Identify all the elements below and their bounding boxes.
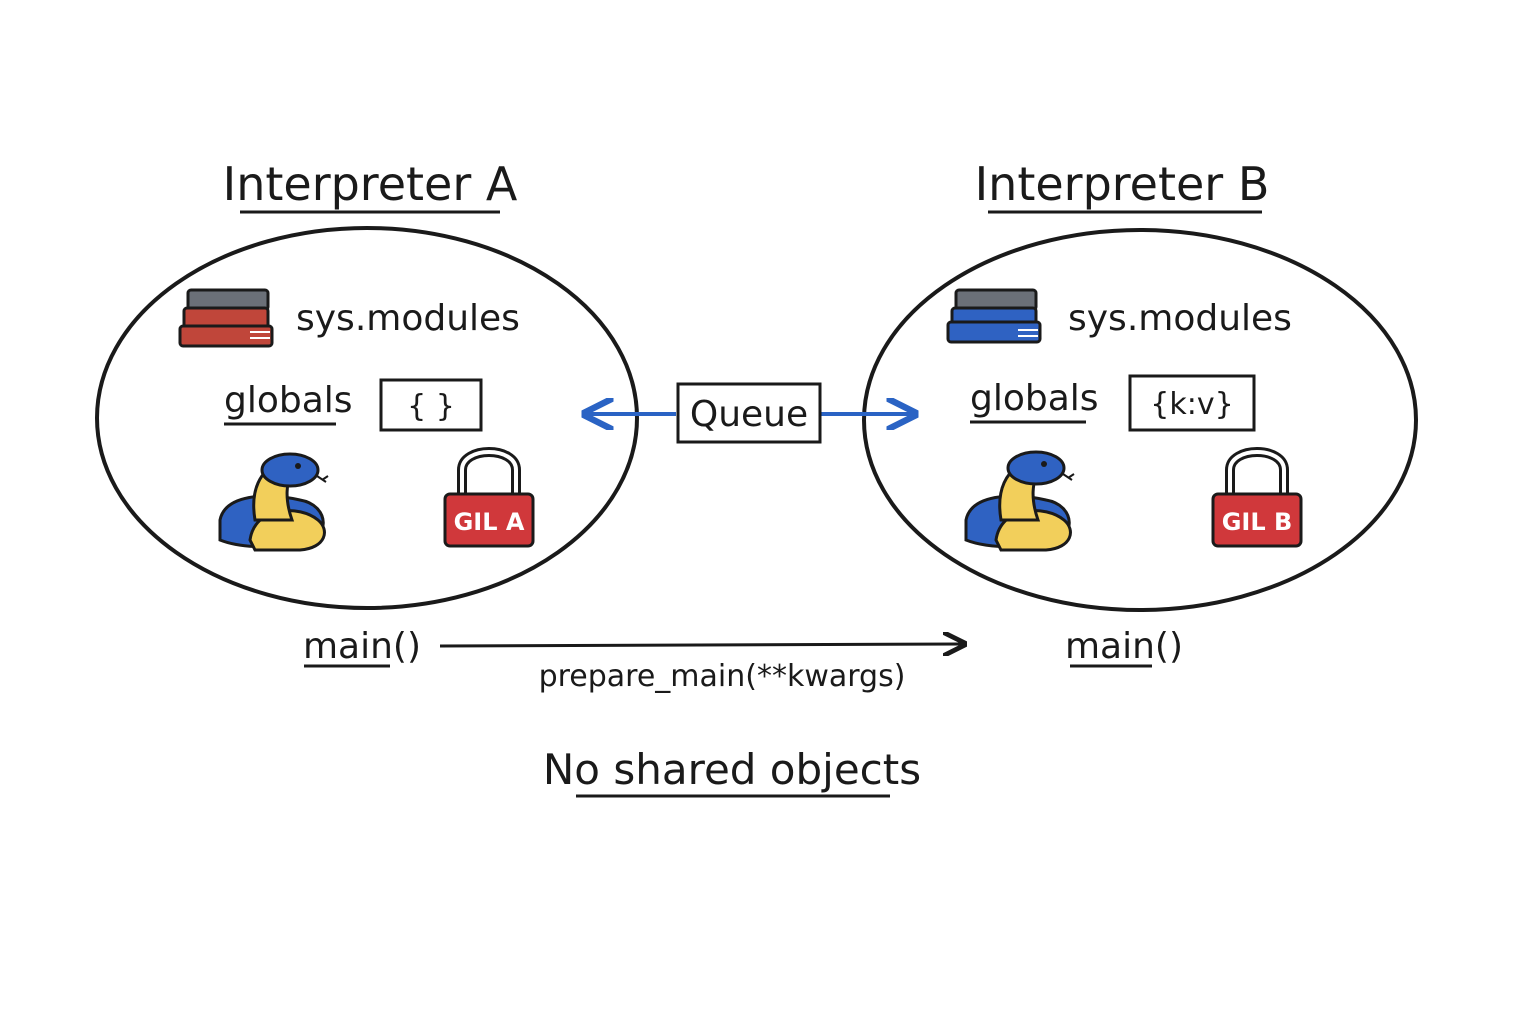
interpreter-b-title: Interpreter B — [975, 157, 1270, 211]
main-label-b: main() — [1065, 626, 1183, 667]
caption: No shared objects — [543, 745, 921, 794]
lock-icon-a — [443, 447, 535, 548]
interpreter-a: Interpreter A sys.modules globals { } — [95, 157, 639, 610]
call-label: prepare_main(**kwargs) — [539, 659, 906, 694]
books-icon — [946, 288, 1042, 344]
globals-dict-box-a — [379, 378, 483, 432]
books-icon — [178, 288, 274, 348]
globals-dict-box-b — [1128, 374, 1256, 432]
globals-dict-value-a: { } — [407, 389, 455, 424]
python-snake-icon — [218, 452, 329, 552]
main-call: main() prepare_main(**kwargs) main() — [303, 626, 1183, 694]
queue-box — [676, 382, 822, 444]
gil-label-b: GIL B — [1222, 508, 1293, 536]
interpreter-b-boundary — [862, 228, 1418, 612]
interpreter-b: Interpreter B sys.modules globals {k:v} — [862, 157, 1418, 612]
globals-label-a: globals — [224, 380, 353, 421]
sys-modules-label-b: sys.modules — [1068, 298, 1292, 339]
interpreter-a-boundary — [95, 226, 639, 610]
lock-icon-b — [1211, 447, 1303, 548]
globals-label-b: globals — [970, 378, 1099, 419]
call-arrow — [439, 644, 962, 646]
python-snake-icon — [964, 450, 1075, 552]
gil-label-a: GIL A — [454, 508, 525, 536]
sys-modules-label-a: sys.modules — [296, 298, 520, 339]
queue-channel: Queue — [588, 382, 912, 444]
globals-dict-value-b: {k:v} — [1150, 387, 1233, 422]
main-label-a: main() — [303, 626, 421, 667]
queue-label: Queue — [690, 394, 808, 435]
interpreter-a-title: Interpreter A — [223, 157, 518, 211]
